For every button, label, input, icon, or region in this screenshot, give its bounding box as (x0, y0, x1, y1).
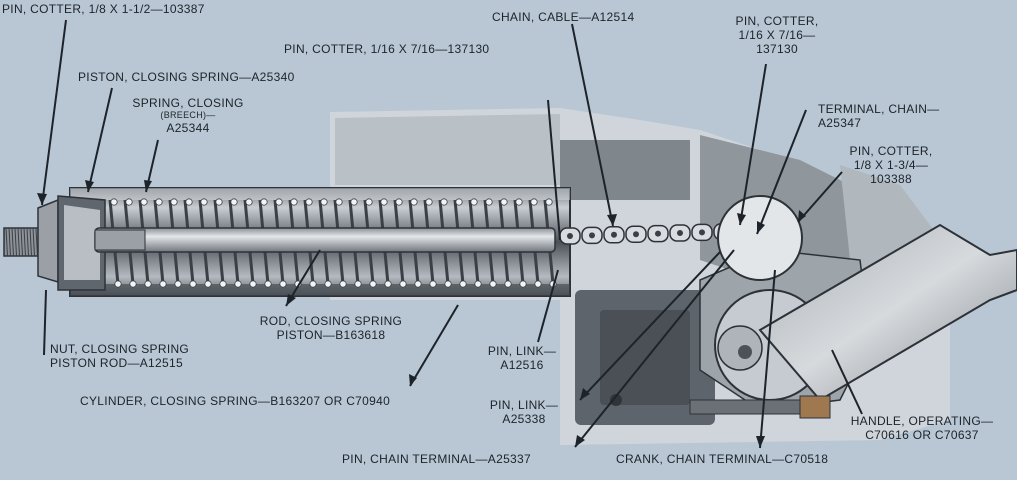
spring-coil-top (500, 198, 508, 206)
spring-coil-bottom (459, 280, 467, 288)
chain-link-pin (655, 230, 661, 237)
chain-link-pin (699, 229, 705, 236)
spring-coil-top (515, 198, 523, 206)
spring-coil-bottom (264, 280, 272, 288)
spring-coil-top (215, 198, 223, 206)
thread-line (8, 227, 11, 257)
spring-coil-bottom (519, 280, 527, 288)
spring-coil-bottom (144, 280, 152, 288)
thread-line (11, 227, 14, 257)
thread-line (14, 227, 17, 257)
label-piston-closing-spring: PISTON, CLOSING SPRING—A25340 (78, 70, 295, 84)
spring-coil-top (380, 198, 388, 206)
label-pin-link-a12516: PIN, LINK— A12516 (487, 344, 557, 372)
spring-coil-top (290, 198, 298, 206)
chain-link-pin (589, 232, 595, 239)
operating-handle (689, 223, 1017, 419)
label-crank-chain-terminal: CRANK, CHAIN TERMINAL—C70518 (616, 452, 829, 466)
spring-coil-top (485, 198, 493, 206)
label-spring-closing: SPRING, CLOSING (BREECH)— A25344 (132, 96, 244, 135)
thread-line (23, 227, 26, 257)
spring-coil-bottom (114, 280, 122, 288)
thread-line (26, 227, 29, 257)
spring-coil-top (110, 198, 118, 206)
spring-coil-bottom (279, 280, 287, 288)
spring-coil-top (305, 198, 313, 206)
spring-coil-top (170, 198, 178, 206)
spring-coil-bottom (204, 280, 212, 288)
spring-coil-bottom (474, 280, 482, 288)
spring-coil-top (545, 198, 553, 206)
spring-coil-top (395, 198, 403, 206)
spring-coil-bottom (309, 280, 317, 288)
label-pin-chain-terminal: PIN, CHAIN TERMINAL—A25337 (342, 452, 531, 466)
spring-coil-top (320, 198, 328, 206)
spring-coil-top (350, 198, 358, 206)
spring-coil-bottom (414, 280, 422, 288)
spring-coil-bottom (219, 280, 227, 288)
thread-line (5, 227, 8, 257)
thread-line (17, 227, 20, 257)
label-pin-cotter-103387: PIN, COTTER, 1/8 X 1-1/2—103387 (2, 2, 205, 16)
spring-coil-top (260, 198, 268, 206)
label-rod-closing-spring: ROD, CLOSING SPRING PISTON—B163618 (259, 314, 403, 342)
spring-coil-bottom (384, 280, 392, 288)
spring-coil-top (335, 198, 343, 206)
spring-coil-top (230, 198, 238, 206)
spring-coil-bottom (339, 280, 347, 288)
spring-coil-top (365, 198, 373, 206)
spring-coil-bottom (504, 280, 512, 288)
spring-coil-bottom (399, 280, 407, 288)
label-pin-cotter-137130-right: PIN, COTTER, 1/16 X 7/16— 137130 (735, 14, 819, 56)
spring-coil-top (455, 198, 463, 206)
spring-coil-bottom (249, 280, 257, 288)
label-pin-cotter-137130-top: PIN, COTTER, 1/16 X 7/16—137130 (284, 42, 490, 56)
spring-coil-top (440, 198, 448, 206)
spring-coil-bottom (174, 280, 182, 288)
chain-link-pin (677, 230, 683, 236)
thread-line (29, 227, 32, 257)
spring-coil-top (200, 198, 208, 206)
spring-coil-top (530, 198, 538, 206)
leader-arrowheads (37, 180, 806, 448)
spring-coil-bottom (534, 280, 542, 288)
label-pin-cotter-103388: PIN, COTTER, 1/8 X 1-3/4— 103388 (849, 144, 933, 186)
leader-lines (41, 19, 863, 449)
chain-link-pin (567, 233, 573, 239)
spring-coil-top (470, 198, 478, 206)
spring-coil-bottom (159, 280, 167, 288)
spring-coil-bottom (429, 280, 437, 288)
spring-coil-top (125, 198, 133, 206)
spring-coil-top (245, 198, 253, 206)
spring-coil-bottom (234, 280, 242, 288)
closing-spring-nut (3, 195, 106, 291)
label-terminal-chain: TERMINAL, CHAIN— A25347 (818, 102, 940, 130)
label-handle-operating: HANDLE, OPERATING— C70616 OR C70637 (850, 414, 994, 442)
spring-coil-top (410, 198, 418, 206)
spring-coil-top (155, 198, 163, 206)
piston-rod (94, 227, 556, 253)
spring-coil-bottom (129, 280, 137, 288)
spring-coil-bottom (369, 280, 377, 288)
label-chain-cable: CHAIN, CABLE—A12514 (492, 10, 635, 24)
thread-line (20, 227, 23, 257)
spring-coil-bottom (189, 280, 197, 288)
spring-coil-top (185, 198, 193, 206)
label-cylinder-closing-spring: CYLINDER, CLOSING SPRING—B163207 OR C709… (80, 394, 391, 408)
spring-coil-bottom (354, 280, 362, 288)
label-pin-link-a25338: PIN, LINK— A25338 (489, 398, 559, 426)
spring-coil-bottom (489, 280, 497, 288)
spring-coil-bottom (324, 280, 332, 288)
chain-link-pin (633, 231, 639, 238)
spring-coil-bottom (444, 280, 452, 288)
chain-link-pin (611, 231, 617, 238)
label-nut-closing-spring: NUT, CLOSING SPRING PISTON ROD—A12515 (50, 342, 190, 370)
thread-line (32, 227, 35, 257)
spring-coil-top (275, 198, 283, 206)
spring-coil-top (140, 198, 148, 206)
spring-coil-top (425, 198, 433, 206)
